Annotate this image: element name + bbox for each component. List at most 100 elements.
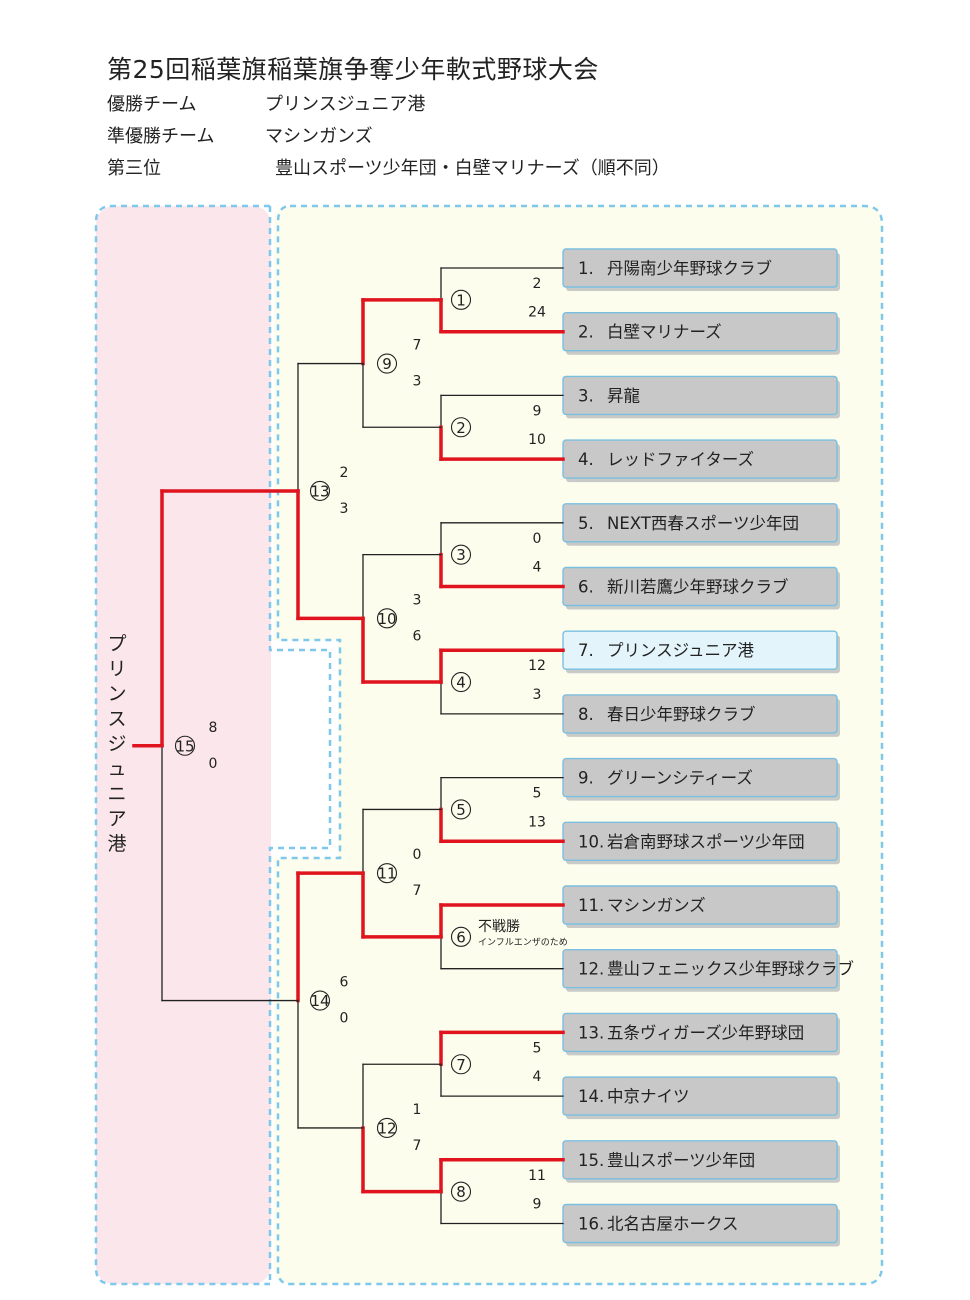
score-label: 1 bbox=[413, 1102, 422, 1118]
bracket-panel-border bbox=[276, 204, 884, 1286]
champion-label: 優勝チーム bbox=[107, 94, 197, 115]
match-number: 10 bbox=[377, 610, 396, 628]
team-seed: 7. bbox=[578, 641, 594, 660]
match-number: 7 bbox=[456, 1056, 466, 1074]
score-label: 3 bbox=[413, 592, 422, 608]
team-name: 豊山スポーツ少年団 bbox=[607, 1151, 755, 1170]
winner-panel-border bbox=[94, 204, 270, 1286]
score-label: 5 bbox=[533, 1040, 542, 1056]
team-seed: 5. bbox=[578, 514, 594, 533]
team-name: 北名古屋ホークス bbox=[607, 1215, 739, 1234]
runner-up-label: 準優勝チーム bbox=[107, 126, 215, 147]
walkover-subnote: インフルエンザのため bbox=[478, 937, 568, 948]
score-label: 12 bbox=[528, 658, 546, 674]
score-label: 2 bbox=[340, 465, 349, 481]
match-number: 14 bbox=[310, 992, 329, 1010]
team-seed: 8. bbox=[578, 705, 594, 724]
score-label: 0 bbox=[413, 847, 422, 863]
match-number-circle bbox=[450, 799, 472, 820]
match-number: 8 bbox=[456, 1183, 466, 1201]
match-number-circle bbox=[450, 926, 472, 947]
team-name: レッドファイターズ bbox=[607, 450, 754, 469]
team-box bbox=[562, 375, 838, 416]
team-seed: 4. bbox=[578, 450, 594, 469]
match-number-circle bbox=[450, 289, 472, 310]
team-seed: 15. bbox=[578, 1151, 604, 1170]
score-label: 11 bbox=[528, 1168, 546, 1184]
match-number: 13 bbox=[310, 482, 329, 500]
team-seed: 10. bbox=[578, 832, 604, 851]
team-name: 春日少年野球クラブ bbox=[607, 704, 756, 724]
score-label: 24 bbox=[528, 305, 546, 321]
team-name: プリンスジュニア港 bbox=[607, 641, 755, 660]
match-number-circle bbox=[309, 990, 331, 1011]
score-label: 4 bbox=[533, 1069, 542, 1085]
score-label: 5 bbox=[533, 786, 542, 802]
score-label: 0 bbox=[533, 531, 542, 547]
team-seed: 13. bbox=[578, 1023, 604, 1042]
score-label: 3 bbox=[413, 374, 422, 390]
match-number-circle bbox=[450, 417, 472, 438]
team-name: 岩倉南野球スポーツ少年団 bbox=[607, 832, 805, 851]
match-number-circle bbox=[376, 608, 398, 629]
team-name: グリーンシティーズ bbox=[607, 769, 753, 788]
score-label: 0 bbox=[340, 1011, 349, 1027]
score-label: 6 bbox=[340, 975, 349, 991]
score-label: 2 bbox=[533, 276, 542, 292]
team-name: 丹陽南少年野球クラブ bbox=[607, 258, 772, 278]
team-seed: 16. bbox=[578, 1215, 604, 1234]
match-number-circle bbox=[174, 735, 196, 756]
team-seed: 2. bbox=[578, 323, 594, 342]
team-seed: 9. bbox=[578, 769, 594, 788]
team-seed: 3. bbox=[578, 386, 594, 405]
match-number-circle bbox=[309, 480, 331, 502]
match-number-circle bbox=[376, 863, 398, 884]
score-label: 10 bbox=[528, 432, 546, 448]
score-label: 9 bbox=[533, 403, 542, 419]
match-number: 6 bbox=[456, 928, 466, 946]
score-label: 4 bbox=[533, 560, 542, 576]
score-label: 3 bbox=[533, 687, 542, 703]
team-name: 新川若鷹少年野球クラブ bbox=[607, 577, 789, 597]
match-number: 3 bbox=[456, 546, 466, 564]
match-number-circle bbox=[450, 671, 472, 693]
match-number: 9 bbox=[382, 355, 392, 373]
team-name: 中京ナイツ bbox=[607, 1087, 690, 1106]
score-label: 6 bbox=[413, 628, 422, 644]
match-number-circle bbox=[376, 353, 398, 374]
third-place-label: 第三位 bbox=[107, 158, 161, 179]
walkover-note: 不戦勝 bbox=[478, 919, 520, 935]
team-name: マシンガンズ bbox=[607, 896, 706, 915]
champion-vertical-name: プリンスジュニア港 bbox=[107, 633, 128, 855]
match-number: 2 bbox=[456, 419, 466, 437]
match-number: 11 bbox=[377, 865, 396, 883]
team-seed: 12. bbox=[578, 960, 604, 979]
match-number: 1 bbox=[456, 291, 466, 309]
score-label: 3 bbox=[340, 501, 349, 517]
champion-value: プリンスジュニア港 bbox=[265, 94, 426, 115]
score-label: 8 bbox=[209, 720, 218, 736]
score-label: 7 bbox=[413, 883, 422, 899]
match-number: 5 bbox=[456, 801, 466, 819]
third-place-value: 豊山スポーツ少年団・白壁マリナーズ（順不同） bbox=[275, 158, 670, 179]
match-number: 12 bbox=[377, 1119, 396, 1137]
match-number-circle bbox=[450, 544, 472, 565]
match-number-circle bbox=[450, 1181, 472, 1202]
page-title: 第25回稲葉旗稲葉旗争奪少年軟式野球大会 bbox=[107, 55, 599, 84]
score-label: 9 bbox=[533, 1197, 542, 1213]
match-number-circle bbox=[376, 1117, 398, 1138]
team-seed: 11. bbox=[578, 896, 604, 915]
winner-panel bbox=[96, 206, 271, 1284]
team-name: 五条ヴィガーズ少年野球団 bbox=[607, 1023, 804, 1042]
team-seed: 14. bbox=[578, 1087, 604, 1106]
match-number-circle bbox=[450, 1054, 472, 1075]
team-seed: 1. bbox=[578, 259, 594, 278]
team-seed: 6. bbox=[578, 578, 594, 597]
team-name: 昇龍 bbox=[607, 386, 640, 405]
match-number: 4 bbox=[456, 674, 466, 692]
team-name: NEXT西春スポーツ少年団 bbox=[607, 514, 799, 533]
bracket-panel bbox=[274, 206, 882, 1284]
score-label: 7 bbox=[413, 338, 422, 354]
match-number: 15 bbox=[175, 737, 194, 755]
